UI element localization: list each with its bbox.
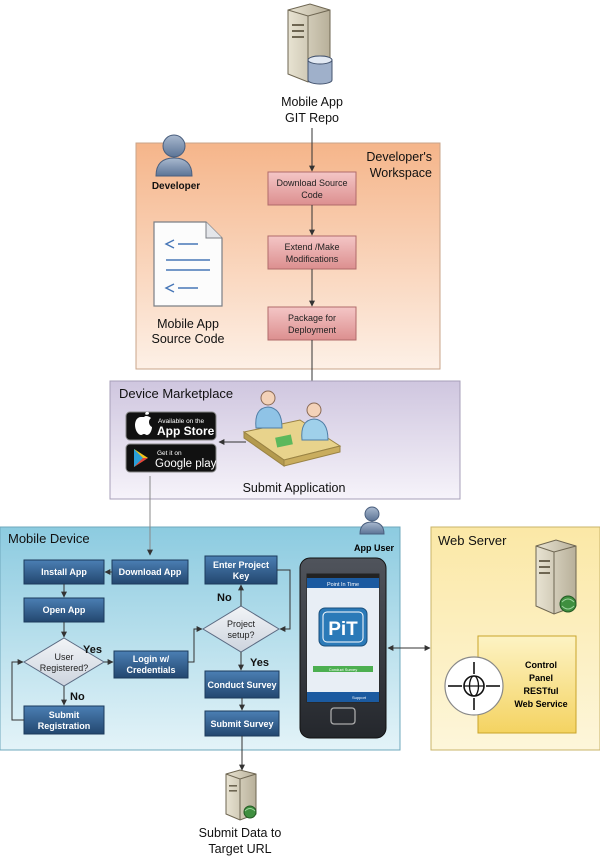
developer-person-icon — [155, 134, 193, 177]
mobile-flow-arrows — [11, 569, 291, 771]
service-line3: RESTful — [524, 686, 559, 696]
app-store-badge: Available on the App Store — [125, 411, 217, 441]
workspace-title-line1: Developer's — [366, 150, 432, 164]
googleplay-big-text: Google play — [155, 458, 217, 470]
user-registered-line2: Registered? — [40, 663, 89, 673]
enter-key-line2: Key — [233, 571, 250, 581]
step-download-line1: Download Source — [276, 178, 347, 188]
conduct-survey-box: Conduct Survey — [204, 670, 280, 699]
project-setup-diamond: Project setup? — [202, 605, 280, 653]
appstore-small-text: Available on the — [158, 418, 205, 425]
download-app-box: Download App — [111, 559, 189, 585]
source-code-label-line1: Mobile App — [157, 317, 219, 331]
submit-registration-line1: Submit — [49, 710, 80, 720]
target-server-icon — [225, 769, 257, 821]
googleplay-small-text: Get it on — [157, 450, 182, 457]
submit-survey-box: Submit Survey — [204, 710, 280, 737]
login-credentials-box: Login w/ Credentials — [113, 650, 189, 679]
login-line2: Credentials — [126, 665, 175, 675]
yes-label-setup: Yes — [250, 657, 269, 669]
step-package-line1: Package for — [288, 313, 336, 323]
workspace-title-line2: Workspace — [370, 166, 432, 180]
no-label-registered: No — [70, 691, 85, 703]
restful-service-box: Control Panel RESTful Web Service — [477, 635, 577, 734]
phone-button-text: Conduct Survey — [329, 667, 357, 672]
developer-label: Developer — [152, 181, 200, 192]
phone-header-text: Point In Time — [327, 582, 359, 588]
service-line4: Web Service — [514, 699, 567, 709]
service-line2: Panel — [529, 673, 553, 683]
submit-registration-line2: Registration — [38, 721, 91, 731]
smartphone-app-screen: Point In Time PiT Conduct Survey Support — [299, 557, 387, 739]
download-app-label: Download App — [119, 567, 182, 577]
web-server-icon — [535, 539, 577, 615]
apple-icon — [135, 411, 152, 435]
project-setup-line2: setup? — [227, 630, 254, 640]
repo-label-line1: Mobile App — [281, 95, 343, 109]
service-line1: Control — [525, 660, 557, 670]
web-server-title: Web Server — [438, 533, 507, 548]
phone-footer-text: Support — [352, 695, 367, 700]
submit-survey-label: Submit Survey — [210, 719, 273, 729]
appstore-big-text: App Store — [157, 424, 215, 438]
submit-application-label: Submit Application — [243, 481, 346, 495]
install-app-box: Install App — [23, 559, 105, 585]
project-setup-line1: Project — [227, 619, 256, 629]
step-download-line2: Code — [301, 190, 323, 200]
yes-label-registered: Yes — [83, 644, 102, 656]
google-play-badge: Get it on Google play — [125, 443, 217, 473]
step-download-source-code: Download Source Code — [267, 171, 357, 206]
user-registered-line1: User — [54, 652, 73, 662]
conduct-survey-label: Conduct Survey — [207, 680, 276, 690]
google-play-icon — [134, 449, 148, 467]
step-extend-line2: Modifications — [286, 254, 339, 264]
source-code-label-line2: Source Code — [152, 332, 225, 346]
no-label-setup: No — [217, 592, 232, 604]
login-line1: Login w/ — [133, 654, 170, 664]
target-label-line1: Submit Data to — [199, 826, 282, 840]
step-package-line2: Deployment — [288, 325, 337, 335]
install-app-label: Install App — [41, 567, 87, 577]
meeting-people-icon — [242, 390, 342, 467]
web-service-globe-icon — [444, 656, 504, 716]
source-code-document-icon — [153, 221, 223, 307]
repo-label-line2: GIT Repo — [285, 111, 339, 125]
phone-logo-text: PiT — [328, 619, 358, 640]
step-extend-line1: Extend /Make — [284, 242, 339, 252]
target-label-line2: Target URL — [208, 842, 271, 856]
open-app-box: Open App — [23, 597, 105, 623]
marketplace-title: Device Marketplace — [119, 386, 233, 401]
mobile-device-title: Mobile Device — [8, 531, 90, 546]
open-app-label: Open App — [43, 605, 86, 615]
step-package-deployment: Package for Deployment — [267, 306, 357, 341]
app-user-person-icon — [359, 506, 385, 535]
submit-registration-box: Submit Registration — [23, 705, 105, 735]
step-extend-modifications: Extend /Make Modifications — [267, 235, 357, 270]
app-user-label: App User — [354, 543, 395, 553]
user-registered-diamond: User Registered? — [23, 637, 105, 687]
server-database-icon — [287, 3, 333, 85]
enter-key-line1: Enter Project — [213, 560, 269, 570]
enter-project-key-box: Enter Project Key — [204, 555, 278, 585]
